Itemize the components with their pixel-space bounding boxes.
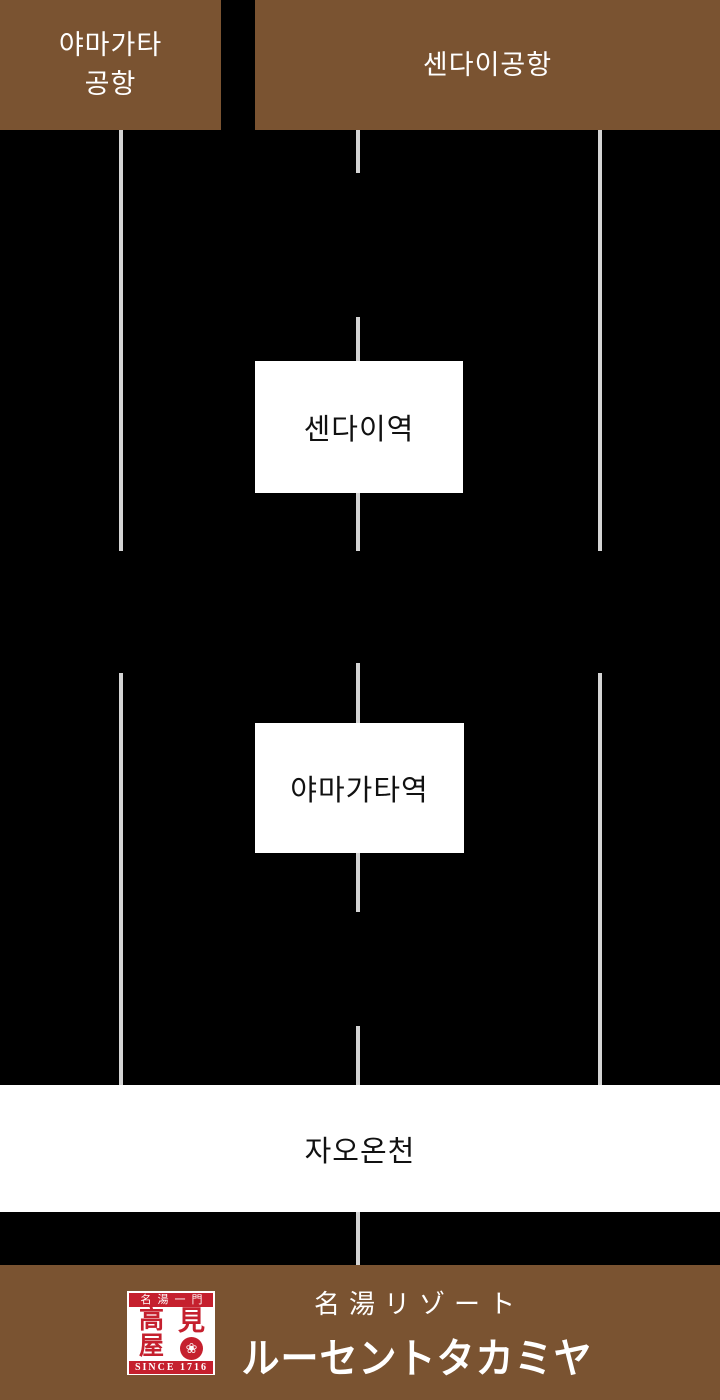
- flower-crest-glyph: ❀: [185, 1340, 198, 1356]
- airport-box-sendai: 센다이공항: [255, 0, 720, 130]
- route-line-middle-1: [356, 130, 360, 173]
- yamagata-airport-label-line1: 야마가타: [58, 30, 163, 60]
- yamagata-airport-label-line2: 공항: [84, 69, 137, 99]
- route-line-middle-6: [356, 1026, 360, 1085]
- route-line-middle-7: [356, 1212, 360, 1265]
- airport-box-yamagata: 야마가타 공항: [0, 0, 221, 130]
- station-box-yamagata: 야마가타역: [255, 723, 464, 853]
- sendai-airport-label: 센다이공항: [422, 49, 553, 80]
- destination-label: 자오온천: [304, 1135, 416, 1168]
- brand-seal: 名湯一門 高 屋 見 ❀ SINCE 1716: [127, 1290, 216, 1375]
- yamagata-station-label: 야마가타역: [290, 775, 429, 807]
- route-line-middle-4: [356, 663, 360, 723]
- brand-text: 名湯リゾート ルーセントタカミヤ: [241, 1284, 592, 1382]
- footer: 名湯一門 高 屋 見 ❀ SINCE 1716 名湯リゾート: [0, 1265, 720, 1400]
- seal-char-taka: 高: [138, 1306, 164, 1334]
- seal-char-ya: 屋: [138, 1332, 164, 1360]
- seal-left-column: 高 屋: [131, 1306, 171, 1360]
- seal-motto: 名湯一門: [129, 1292, 214, 1307]
- station-box-sendai: 센다이역: [255, 361, 463, 493]
- route-line-right-upper: [598, 130, 602, 551]
- seal-characters: 高 屋 見 ❀: [129, 1307, 213, 1361]
- brand-name: ルーセントタカミヤ: [241, 1336, 593, 1382]
- route-line-middle-3: [356, 493, 360, 551]
- route-line-left-lower: [119, 673, 123, 1085]
- brand-subtitle: 名湯リゾート: [313, 1289, 524, 1319]
- seal-since: SINCE 1716: [129, 1360, 214, 1374]
- seal-crest-icon: ❀: [179, 1336, 203, 1360]
- brand-logo: 名湯一門 高 屋 見 ❀ SINCE 1716 名湯リゾート: [127, 1284, 592, 1382]
- route-line-left-upper: [119, 130, 123, 551]
- route-line-middle-5: [356, 853, 360, 912]
- route-line-middle-2: [356, 317, 360, 361]
- seal-right-column: 見 ❀: [171, 1305, 211, 1360]
- seal-char-mi: 見: [177, 1305, 205, 1336]
- sendai-station-label: 센다이역: [303, 414, 415, 446]
- destination-band: 자오온천: [0, 1085, 720, 1212]
- route-line-right-lower: [598, 673, 602, 1085]
